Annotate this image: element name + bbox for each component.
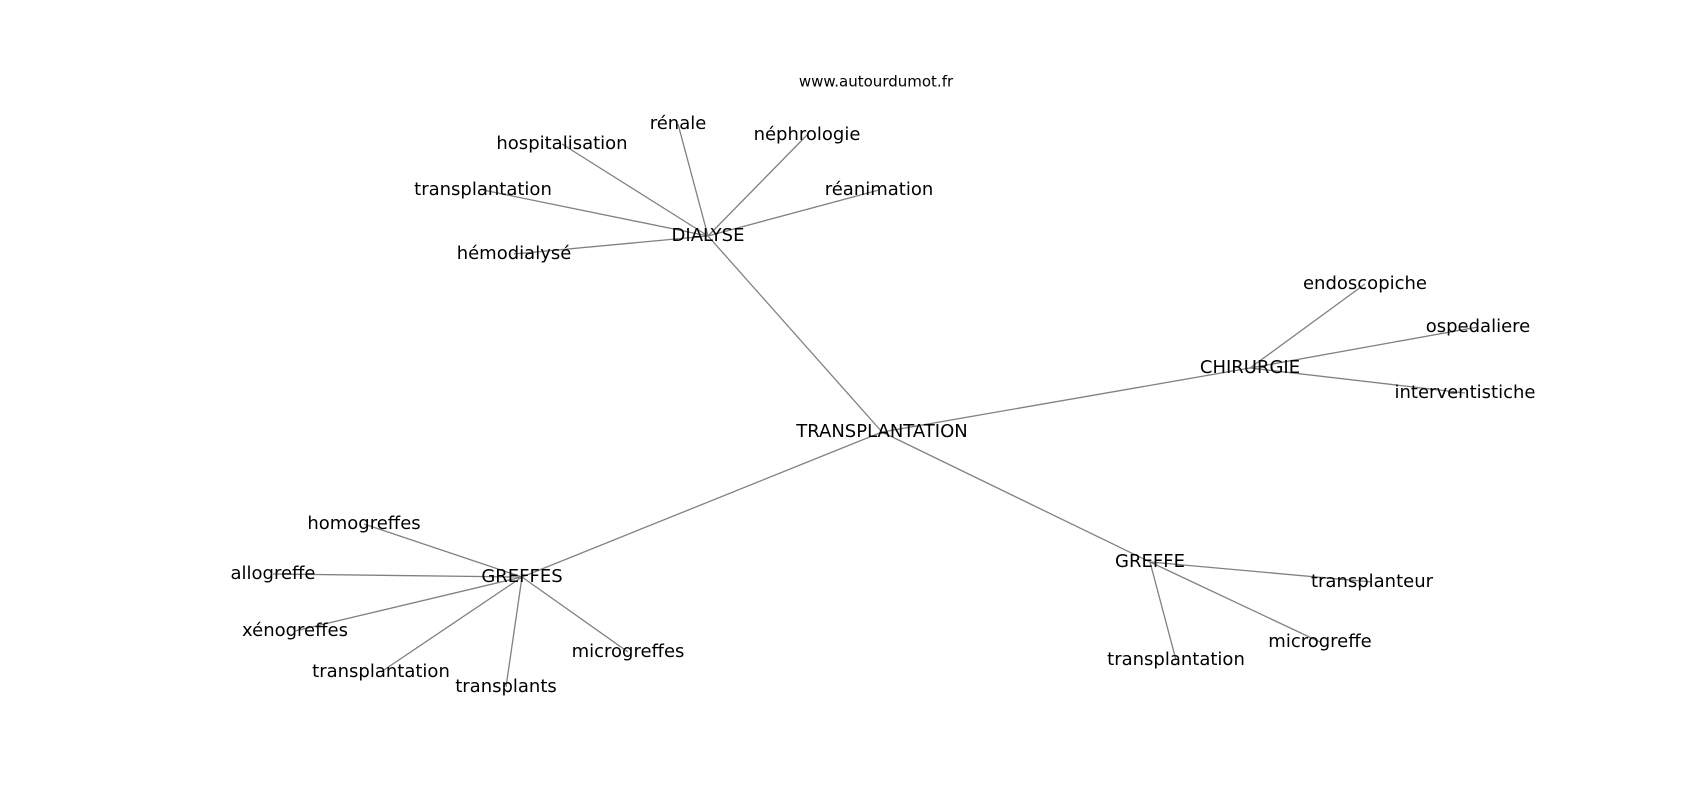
edge-greffe-transplantation_h: [1149, 561, 1177, 661]
leaf-node-hospitalisation: hospitalisation: [496, 133, 627, 154]
leaf-node-homogreffes: homogreffes: [307, 513, 420, 534]
edge-root-greffes: [521, 431, 883, 578]
leaf-node-transplantation-d: transplantation: [414, 179, 552, 200]
edge-greffes-xenogreffes: [294, 576, 523, 632]
edge-dialyse-renale: [677, 123, 709, 237]
edge-chirurgie-interventistiche: [1249, 367, 1466, 394]
edge-greffe-microgreffe: [1149, 561, 1321, 643]
edge-root-dialyse: [707, 235, 883, 433]
leaf-node-reanimation: réanimation: [825, 179, 934, 200]
leaf-node-interventistiche: interventistiche: [1395, 382, 1536, 403]
edge-root-chirurgie: [881, 367, 1251, 433]
hub-node-dialyse: DIALYSE: [672, 225, 745, 246]
edge-dialyse-reanimation: [707, 189, 880, 237]
leaf-node-renale: rénale: [650, 113, 707, 134]
leaf-node-ospedaliere: ospedaliere: [1426, 316, 1531, 337]
edge-dialyse-hospitalisation: [561, 143, 709, 237]
edge-chirurgie-endoscopiche: [1249, 283, 1366, 369]
leaf-node-microgreffe: microgreffe: [1268, 631, 1371, 652]
edge-dialyse-hemodialyse: [513, 235, 709, 255]
edge-chirurgie-ospedaliere: [1249, 326, 1479, 369]
leaf-node-endoscopiche: endoscopiche: [1303, 273, 1427, 294]
leaf-node-allogreffe: allogreffe: [230, 563, 315, 584]
hub-node-greffes: GREFFES: [481, 566, 562, 587]
hub-node-root: TRANSPLANTATION: [795, 421, 968, 442]
hub-node-greffe: GREFFE: [1115, 551, 1185, 572]
edge-greffes-transplantation_g: [380, 576, 523, 673]
edge-greffes-microgreffes: [521, 576, 629, 653]
leaf-node-transplants: transplants: [455, 676, 557, 697]
leaf-node-xenogreffes: xénogreffes: [242, 620, 348, 641]
edge-greffes-homogreffes: [363, 523, 523, 578]
leaf-node-microgreffes: microgreffes: [572, 641, 685, 662]
leaf-node-transplanteur: transplanteur: [1311, 571, 1434, 592]
edge-greffes-allogreffe: [272, 573, 523, 578]
watermark: www.autourdumot.fr: [799, 73, 954, 91]
edge-greffe-transplanteur: [1149, 561, 1373, 583]
hub-node-chirurgie: CHIRURGIE: [1200, 357, 1300, 378]
edge-greffes-transplants: [505, 576, 523, 688]
leaf-node-transplantation-g: transplantation: [312, 661, 450, 682]
edge-dialyse-transplantation_d: [482, 189, 709, 237]
leaf-node-transplantation-h: transplantation: [1107, 649, 1245, 670]
edge-dialyse-nephrologie: [707, 134, 808, 237]
edge-root-greffe: [881, 431, 1151, 563]
label-layer: TRANSPLANTATION DIALYSE CHIRURGIE GREFFES GR…: [230, 113, 1535, 697]
leaf-node-nephrologie: néphrologie: [754, 124, 861, 145]
leaf-node-hemodialyse: hémodialysé: [457, 243, 572, 264]
edge-layer: [272, 123, 1479, 688]
